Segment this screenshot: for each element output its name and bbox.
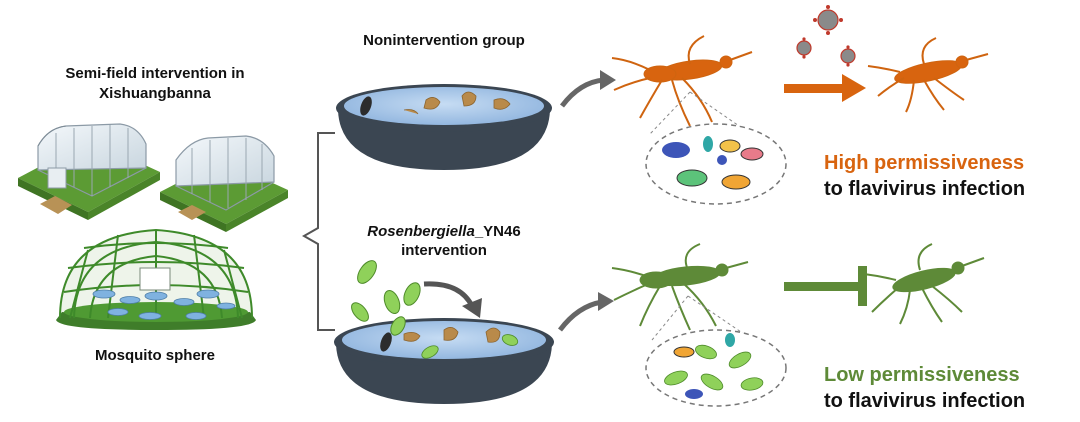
high-permissiveness-label: High permissiveness to flavivirus infect… [824, 150, 1025, 202]
intervention-site-title: Semi-field intervention in Xishuangbanna [20, 64, 290, 104]
mosquito-green-icon [611, 243, 749, 331]
greenhouse-left-icon [18, 123, 160, 220]
mosquito-orange-infected-icon [867, 37, 989, 113]
greenhouse-right-icon [160, 135, 288, 232]
flavivirus-icon [796, 5, 856, 67]
rosenbergiella-intervention-line1: Rosenbergiella_YN46 [330, 222, 558, 241]
low-permissiveness-label: Low permissiveness to flavivirus infecti… [824, 362, 1025, 414]
group-bracket [301, 132, 335, 331]
high-permissiveness-line2: to flavivirus infection [824, 178, 1026, 200]
mosquito-sphere-icon [56, 228, 256, 330]
rosenbergiella-intervention-label: Rosenbergiella_YN46 intervention [330, 222, 558, 260]
inhibition-bar-green [784, 266, 867, 306]
gut-microbiota-bottom-icon [645, 295, 787, 407]
dish-to-mosquito-arrow-top [560, 70, 616, 108]
infection-arrow-orange [784, 74, 866, 102]
mosquito-green-uninfected-icon [863, 243, 985, 325]
rosenbergiella-bacteria-icon [351, 260, 421, 336]
strain-suffix: _YN46 [474, 223, 521, 240]
nonintervention-group-label: Nonintervention group [363, 32, 525, 49]
rosenbergiella-intervention-line2: intervention [401, 242, 487, 259]
intervention-site-title-line2: Xishuangbanna [99, 85, 211, 102]
top-dish-icon [336, 84, 552, 170]
bottom-dish-icon [334, 318, 554, 404]
mosquito-orange-icon [611, 35, 753, 127]
intervention-site-title-line1: Semi-field intervention in [65, 65, 245, 82]
low-permissiveness-line2: to flavivirus infection [824, 390, 1026, 412]
high-permissiveness-line1: High permissiveness [824, 152, 1025, 174]
mosquito-sphere-label: Mosquito sphere [94, 347, 215, 364]
rosenbergiella-name: Rosenbergiella [367, 223, 475, 240]
gut-microbiota-top-icon [645, 91, 787, 205]
low-permissiveness-line1: Low permissiveness [824, 364, 1020, 386]
intervention-arrow [423, 281, 482, 318]
dish-to-mosquito-arrow-bottom [558, 292, 614, 332]
